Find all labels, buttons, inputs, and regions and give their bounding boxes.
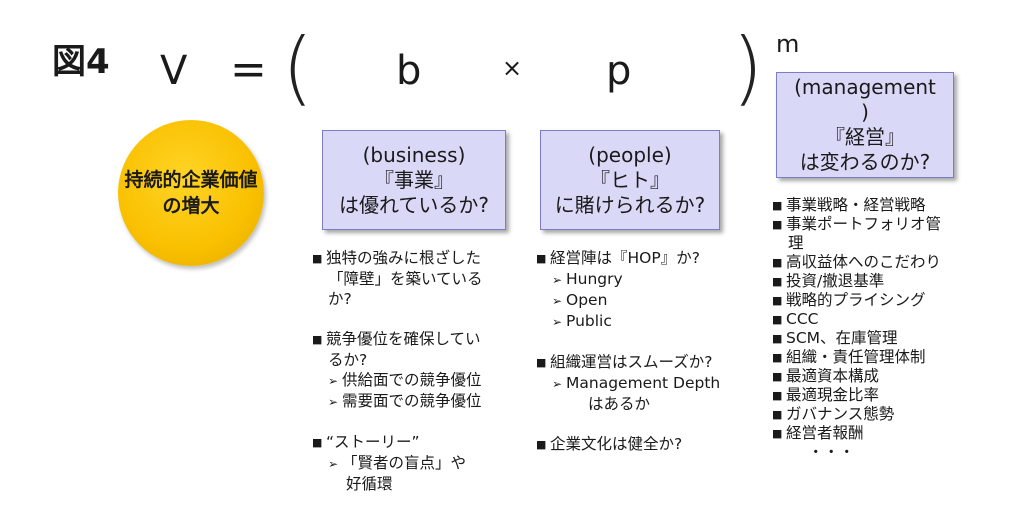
list-item: ■競争優位を確保してい bbox=[312, 330, 481, 348]
square-bullet-icon: ■ bbox=[536, 252, 547, 265]
sub-item: ➢Open bbox=[552, 291, 608, 309]
list-item: ■投資/撤退基準 bbox=[772, 272, 885, 290]
sub-item: ➢「賢者の盲点」や bbox=[328, 454, 467, 472]
arrow-bullet-icon: ➢ bbox=[328, 374, 339, 388]
business-box-line1: (business) bbox=[362, 142, 466, 167]
formula-equals: = bbox=[230, 44, 267, 95]
formula-times: × bbox=[502, 54, 523, 82]
sub-item: ➢需要面での競争優位 bbox=[328, 392, 482, 410]
list-item: ■組織・責任管理体制 bbox=[772, 348, 926, 366]
square-bullet-icon: ■ bbox=[772, 408, 783, 421]
management-list: ■事業戦略・経営戦略 ■事業ポートフォリオ管 理 ■高収益体へのこだわり ■投資… bbox=[772, 196, 972, 462]
square-bullet-icon: ■ bbox=[772, 313, 783, 326]
square-bullet-icon: ■ bbox=[772, 199, 783, 212]
list-item: ■最適資本構成 bbox=[772, 367, 880, 385]
goal-circle: 持続的企業価値 の増大 bbox=[118, 120, 264, 266]
list-item: ■事業ポートフォリオ管 bbox=[772, 215, 942, 233]
list-item-cont: 「障壁」を築いている bbox=[328, 270, 483, 288]
list-item: ■ガバナンス態勢 bbox=[772, 405, 895, 423]
people-list: ■経営陣は『HOP』か? ➢Hungry ➢Open ➢Public ■組織運営… bbox=[536, 248, 746, 455]
sub-item-cont: 好循環 bbox=[346, 475, 393, 493]
list-item: ■独特の強みに根ざした bbox=[312, 249, 482, 267]
list-item: ■事業戦略・経営戦略 bbox=[772, 196, 926, 214]
business-list: ■独特の強みに根ざした 「障壁」を築いている か? ■競争優位を確保してい るか… bbox=[312, 248, 512, 494]
sub-item: ➢Hungry bbox=[552, 270, 623, 288]
list-item: ■SCM、在庫管理 bbox=[772, 329, 898, 347]
sub-item-cont: はあるか bbox=[588, 395, 651, 413]
list-item: ■CCC bbox=[772, 310, 819, 328]
square-bullet-icon: ■ bbox=[536, 438, 547, 451]
square-bullet-icon: ■ bbox=[312, 436, 323, 449]
list-item: ■経営陣は『HOP』か? bbox=[536, 249, 700, 267]
square-bullet-icon: ■ bbox=[772, 332, 783, 345]
formula-b: b bbox=[396, 48, 422, 94]
sub-item: ➢供給面での競争優位 bbox=[328, 371, 482, 389]
people-box-line2: 『ヒト』 bbox=[590, 167, 670, 192]
management-box-line2: ) bbox=[861, 100, 869, 124]
sub-item: ➢Management Depth bbox=[552, 374, 721, 392]
list-item-cont: るか? bbox=[328, 351, 368, 369]
list-ellipsis: ・・・ bbox=[808, 443, 855, 461]
square-bullet-icon: ■ bbox=[772, 351, 783, 364]
business-box-line2: 『事業』 bbox=[374, 167, 454, 192]
list-item: ■組織運営はスムーズか? bbox=[536, 353, 713, 371]
square-bullet-icon: ■ bbox=[772, 427, 783, 440]
square-bullet-icon: ■ bbox=[536, 356, 547, 369]
formula-p: p bbox=[606, 48, 632, 94]
square-bullet-icon: ■ bbox=[312, 333, 323, 346]
square-bullet-icon: ■ bbox=[772, 256, 783, 269]
list-item: ■最適現金比率 bbox=[772, 386, 880, 404]
list-item: ■“ストーリー” bbox=[312, 433, 420, 451]
goal-circle-line1: 持続的企業価値 bbox=[124, 169, 258, 191]
figure-label: 図4 bbox=[52, 42, 110, 82]
formula-left-paren: ( bbox=[282, 21, 314, 114]
management-box-line3: 『経営』 bbox=[825, 125, 905, 149]
arrow-bullet-icon: ➢ bbox=[328, 395, 339, 409]
list-item: ■企業文化は健全か? bbox=[536, 435, 683, 453]
formula-right-paren: ) bbox=[732, 21, 764, 114]
sub-item: ➢Public bbox=[552, 312, 612, 330]
list-item: ■経営者報酬 bbox=[772, 424, 864, 442]
list-item-cont: 理 bbox=[788, 234, 804, 252]
business-box: (business) 『事業』 は優れているか? bbox=[322, 130, 506, 230]
arrow-bullet-icon: ➢ bbox=[552, 315, 563, 329]
people-box-line3: に賭けられるか? bbox=[554, 192, 706, 217]
square-bullet-icon: ■ bbox=[312, 252, 323, 265]
arrow-bullet-icon: ➢ bbox=[328, 457, 339, 471]
business-box-line3: は優れているか? bbox=[338, 192, 489, 217]
management-box-line1: (management bbox=[794, 75, 936, 99]
square-bullet-icon: ■ bbox=[772, 218, 783, 231]
management-box-line4: は変わるのか? bbox=[799, 150, 931, 174]
formula-exponent: m bbox=[776, 30, 800, 58]
square-bullet-icon: ■ bbox=[772, 370, 783, 383]
square-bullet-icon: ■ bbox=[772, 389, 783, 402]
management-box: (management ) 『経営』 は変わるのか? bbox=[776, 72, 954, 178]
square-bullet-icon: ■ bbox=[772, 294, 783, 307]
list-item: ■戦略的プライシング bbox=[772, 291, 926, 309]
people-box-line1: (people) bbox=[588, 142, 672, 167]
list-item-cont: か? bbox=[328, 290, 352, 308]
arrow-bullet-icon: ➢ bbox=[552, 273, 563, 287]
formula-v: V bbox=[160, 48, 188, 94]
list-item: ■高収益体へのこだわり bbox=[772, 253, 942, 271]
people-box: (people) 『ヒト』 に賭けられるか? bbox=[540, 130, 720, 230]
square-bullet-icon: ■ bbox=[772, 275, 783, 288]
arrow-bullet-icon: ➢ bbox=[552, 377, 563, 391]
goal-circle-line2: の増大 bbox=[162, 195, 220, 217]
arrow-bullet-icon: ➢ bbox=[552, 294, 563, 308]
